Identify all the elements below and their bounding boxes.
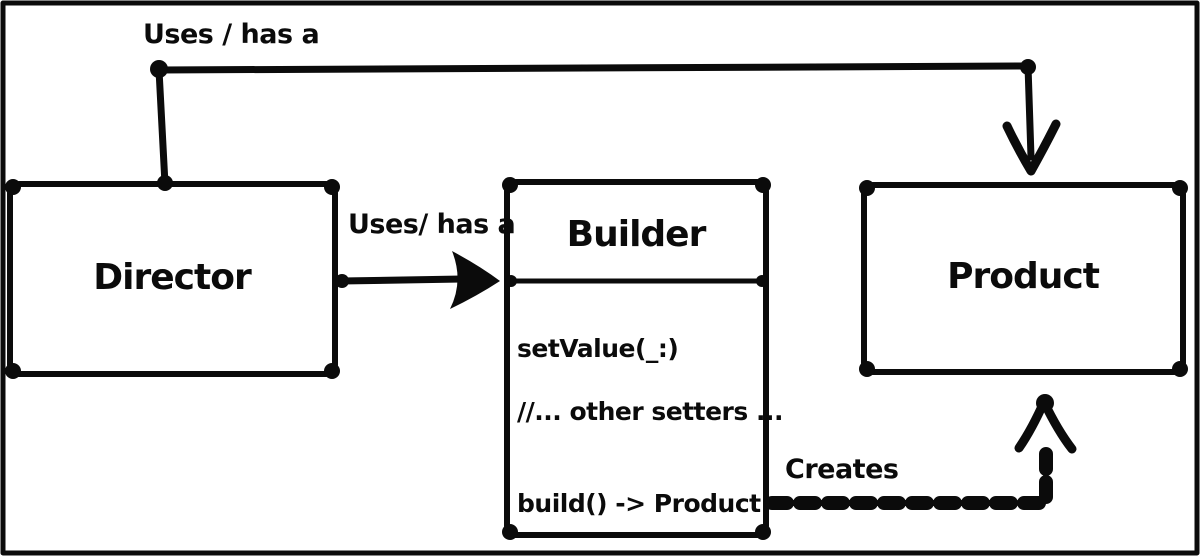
builder-box-border [504,179,769,538]
builder-class-box: Builder setValue(_:) //... other setters… [502,177,783,540]
edge-label-creates: Creates [785,454,898,485]
builder-method-other-setters: //... other setters ... [517,397,783,426]
edge-builder-to-product: Creates [765,394,1077,510]
arrowhead-right-icon [450,251,500,309]
product-corner-dots [859,180,1188,377]
director-label: Director [93,257,252,298]
edge-corner-dot-right [1020,59,1036,75]
edge-junction-dot [157,175,173,191]
product-box-border [861,182,1186,375]
builder-method-setvalue: setValue(_:) [517,334,678,363]
edge-label-uses-has-a-top: Uses / has a [143,19,319,50]
edge-director-to-builder: Uses/ has a [335,209,516,309]
builder-corner-dots [502,177,771,540]
edge-director-builder-line [337,275,466,285]
director-corner-dots [5,179,340,379]
edge-start-dot [335,274,349,288]
edge-label-uses-has-a-mid: Uses/ has a [348,209,515,240]
product-class-box: Product [859,180,1188,377]
builder-title: Builder [567,214,707,255]
arrowhead-up-tip-dot [1036,394,1054,412]
edge-corner-dot-left [150,60,168,78]
builder-method-build: build() -> Product [517,489,761,518]
edge-director-to-product: Uses / has a [143,19,1061,191]
arrowhead-down-icon [1002,119,1061,176]
product-label: Product [947,256,1100,297]
edge-director-product-line [155,62,1035,188]
director-class-box: Director [5,179,340,379]
